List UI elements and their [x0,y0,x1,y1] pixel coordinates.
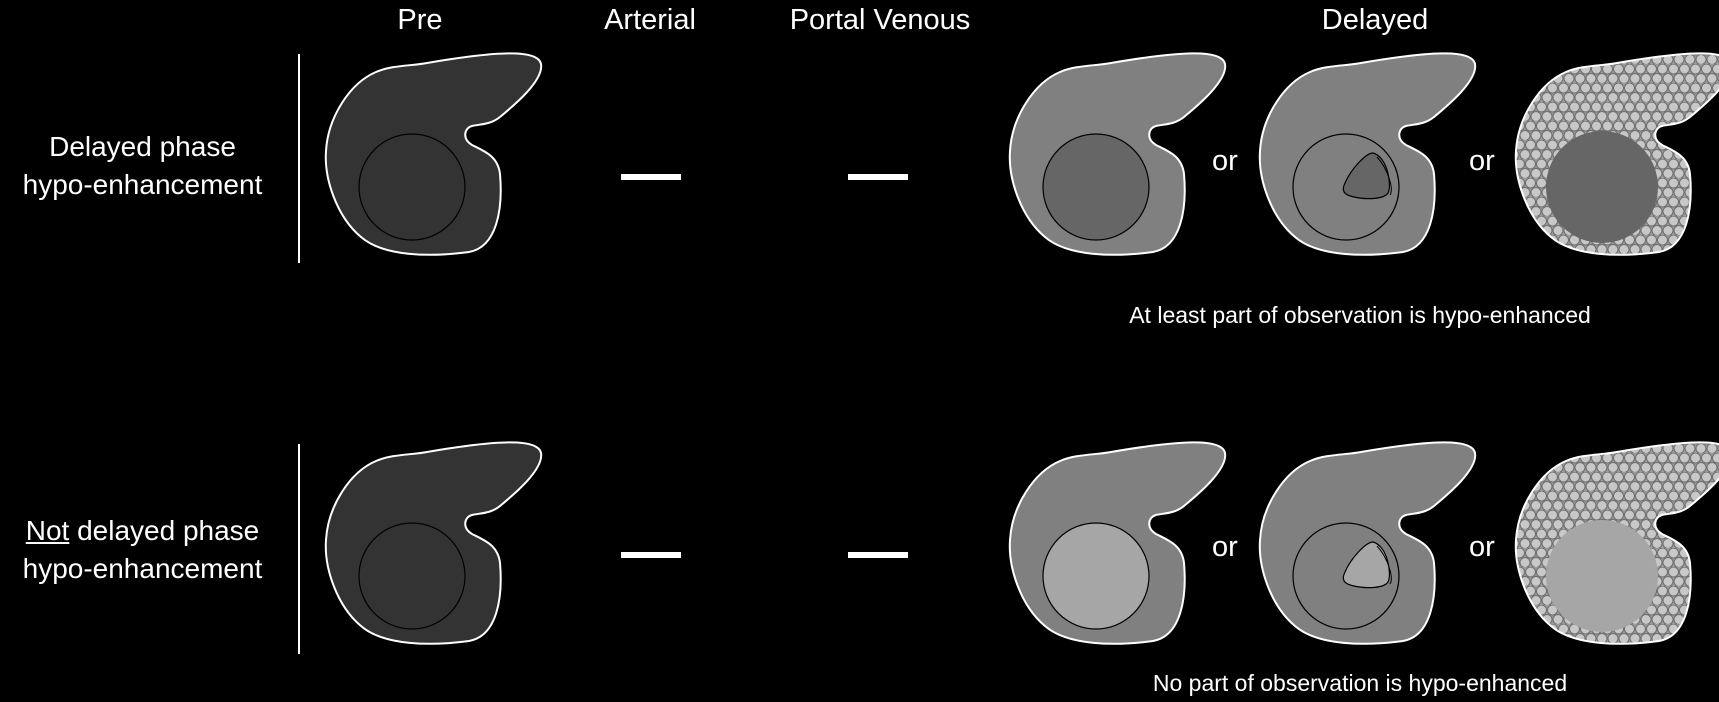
pre-liver-row1 [326,53,541,254]
or-label-row2-b: or [1469,531,1495,564]
delayed-liver-row2-a [1010,442,1225,643]
arterial-dash-row1 [621,174,681,180]
delayed-liver-row2-b [1260,442,1475,643]
or-label-row1-b: or [1469,145,1495,178]
caption-row1: At least part of observation is hypo-enh… [1100,302,1620,329]
or-label-row1-a: or [1212,145,1238,178]
caption-row2: No part of observation is hypo-enhanced [1100,670,1620,697]
portal-dash-row2 [848,552,908,558]
delayed-liver-row1-c [1516,53,1719,254]
delayed-liver-row2-c [1516,442,1719,643]
arterial-dash-row2 [621,552,681,558]
delayed-liver-row1-a [1010,53,1225,254]
portal-dash-row1 [848,174,908,180]
or-label-row2-a: or [1212,531,1238,564]
delayed-liver-row1-b [1260,53,1475,254]
pre-liver-row2 [326,442,541,643]
